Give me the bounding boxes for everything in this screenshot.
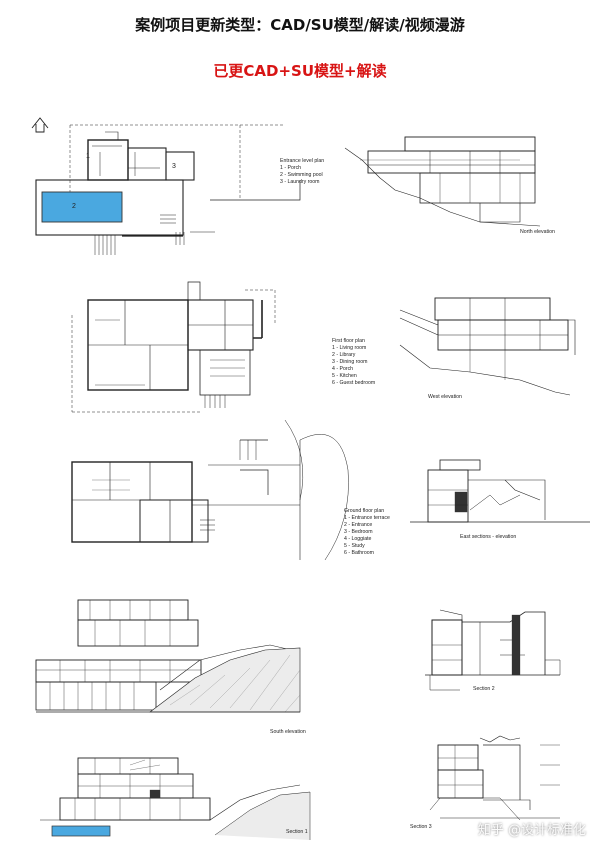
first-plan-item: 4 - Porch [332,366,354,372]
first-plan-legend: First floor plan 1 - Living room 2 - Lib… [332,338,375,387]
entrance-plan-item: 1 - Porch [280,165,302,171]
page-subtitle: 已更CAD+SU模型+解读 [213,62,387,80]
north-elevation-label: North elevation [520,229,555,235]
north-elevation [344,136,541,227]
ground-floor-plan [71,419,349,561]
ground-plan-item: 2 - Entrance [344,522,373,528]
section-2-label: Section 2 [473,686,495,692]
watermark: 知乎 @设计标准化 [477,823,586,838]
room-number-2: 2 [72,203,76,210]
east-section-label: East sections - elevation [460,534,517,540]
first-plan-item: 1 - Living room [332,345,367,351]
west-elevation-label: West elevation [428,394,462,400]
room-number-3: 3 [172,163,176,170]
swimming-pool [41,191,123,223]
entrance-plan-item: 2 - Swimming pool [280,172,323,178]
ground-plan-item: 3 - Bedroom [344,529,373,535]
section-pool [51,825,111,837]
page-title: 案例项目更新类型：CAD/SU模型/解读/视频漫游 [135,16,465,34]
first-plan-item: 3 - Dining room [332,359,368,365]
ground-plan-item: 6 - Bathroom [344,550,374,556]
east-section-elevation [410,459,590,523]
room-number-1: 1 [86,153,90,160]
entrance-level-plan [31,117,301,255]
ground-plan-item: 1 - Entrance terrace [344,515,390,521]
section-3-label: Section 3 [410,824,432,830]
ground-plan-legend: Ground floor plan 1 - Entrance terrace 2… [344,508,390,557]
south-elevation [35,599,301,713]
section-3 [429,735,560,821]
first-plan-title: First floor plan [332,338,365,344]
entrance-plan-legend: Entrance level plan 1 - Porch 2 - Swimmi… [280,158,324,186]
south-elevation-label: South elevation [270,729,306,735]
entrance-plan-item: 3 - Laundry room [280,179,320,185]
entrance-plan-title: Entrance level plan [280,158,325,164]
section-1 [40,757,311,840]
ground-plan-item: 5 - Study [344,543,365,549]
ground-plan-title: Ground floor plan [344,508,385,514]
first-floor-plan [71,281,276,413]
first-plan-item: 2 - Library [332,352,356,358]
section-2 [425,609,561,691]
first-plan-item: 6 - Guest bedroom [332,380,376,386]
section-1-label: Section 1 [286,829,308,835]
ground-plan-item: 4 - Loggiate [344,536,372,542]
west-elevation [399,297,576,396]
first-plan-item: 5 - Kitchen [332,373,357,379]
